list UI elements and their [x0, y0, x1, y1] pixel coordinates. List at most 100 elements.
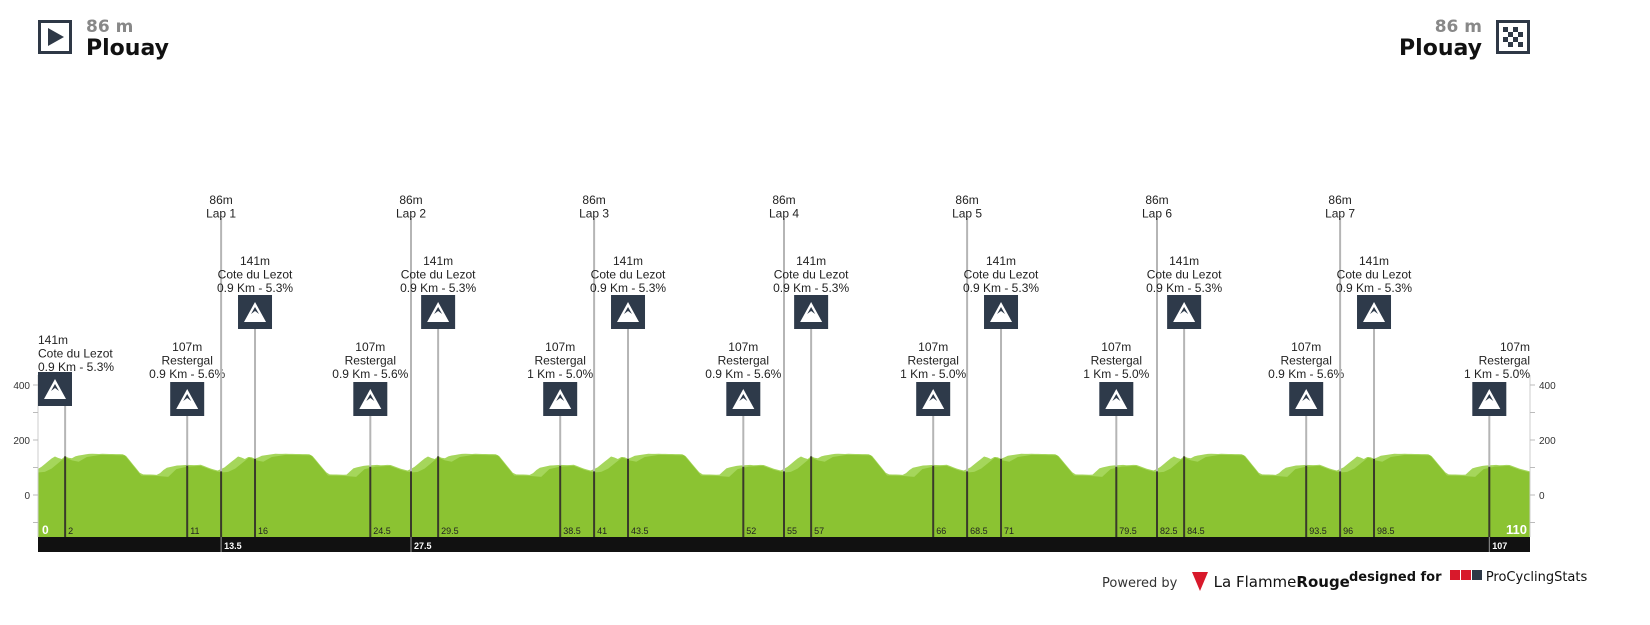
marker-name: Cote du Lezot — [964, 268, 1039, 282]
marker-name: Restergal — [1479, 354, 1530, 368]
marker-spec: 0.9 Km - 5.3% — [963, 281, 1039, 295]
marker-elev: 86m — [772, 193, 795, 207]
finish-altitude: 86 m — [1434, 17, 1482, 37]
km-label: 96 — [1343, 526, 1353, 536]
finish-info: 86 m Plouay — [1399, 18, 1482, 62]
distance-end-label: 110 — [1506, 522, 1527, 537]
y-tick-label: 200 — [13, 436, 30, 447]
marker-elev: 107m — [1101, 340, 1131, 354]
marker-spec: 1 Km - 5.0% — [1083, 367, 1149, 381]
band-label: 107 — [1492, 541, 1507, 551]
powered-by-label: Powered by — [1102, 576, 1178, 591]
marker-name: Restergal — [718, 354, 769, 368]
checker-square — [1518, 32, 1523, 37]
marker-elev: 107m — [172, 340, 202, 354]
marker-elev: 86m — [1145, 193, 1168, 207]
marker-name: Lap 7 — [1325, 207, 1355, 221]
mountain-icon — [990, 302, 1013, 322]
km-label: 66 — [936, 526, 946, 536]
marker-spec: 0.9 Km - 5.3% — [217, 281, 293, 295]
checker-square — [1503, 27, 1508, 32]
marker-spec: 0.9 Km - 5.3% — [400, 281, 476, 295]
marker-elev: 141m — [38, 333, 68, 347]
marker-elev: 141m — [1359, 254, 1389, 268]
mountain-icon — [1363, 302, 1386, 322]
km-label: 84.5 — [1187, 526, 1205, 536]
marker-name: Lap 5 — [952, 207, 982, 221]
checker-square — [1513, 37, 1518, 42]
km-label: 38.5 — [563, 526, 581, 536]
mountain-icon-peak — [556, 394, 565, 401]
marker-name: Lap 6 — [1142, 207, 1172, 221]
play-icon — [38, 20, 72, 54]
mountain-icon-peak — [997, 307, 1006, 314]
mountain-icon — [427, 302, 450, 322]
powered-by: Powered by La FlammeRouge — [1102, 570, 1350, 596]
km-label: 79.5 — [1119, 526, 1137, 536]
km-label: 29.5 — [441, 526, 459, 536]
km-label: 52 — [746, 526, 756, 536]
checkered-flag-icon — [1496, 20, 1530, 54]
mountain-icon-peak — [434, 307, 443, 314]
km-label: 11 — [190, 526, 199, 536]
km-label: 71 — [1004, 526, 1014, 536]
la-flamme-rouge-logo — [1190, 570, 1210, 596]
mountain-icon-peak — [1370, 307, 1379, 314]
mountain-icon-peak — [1112, 394, 1121, 401]
band-label: 13.5 — [224, 541, 242, 551]
marker-elev: 141m — [796, 254, 826, 268]
designed-for-label: designed for — [1349, 570, 1442, 585]
km-label: 43.5 — [631, 526, 649, 536]
y-tick-label: 0 — [24, 491, 30, 502]
y-tick-label: 0 — [1539, 491, 1545, 502]
km-label: 2 — [68, 526, 73, 536]
mountain-icon — [732, 389, 755, 409]
km-label: 82.5 — [1160, 526, 1178, 536]
marker-name: Cote du Lezot — [218, 268, 293, 282]
marker-elev: 141m — [423, 254, 453, 268]
marker-elev: 86m — [582, 193, 605, 207]
marker-name: Lap 2 — [396, 207, 426, 221]
pcs-logo — [1449, 570, 1482, 580]
marker-elev: 141m — [986, 254, 1016, 268]
marker-elev: 107m — [1500, 340, 1530, 354]
marker-name: Restergal — [162, 354, 213, 368]
marker-name: Cote du Lezot — [1337, 268, 1412, 282]
mountain-icon — [549, 389, 572, 409]
marker-spec: 0.9 Km - 5.3% — [773, 281, 849, 295]
marker-elev: 107m — [355, 340, 385, 354]
km-label: 16 — [258, 526, 268, 536]
mountain-icon-peak — [1302, 394, 1311, 401]
band-label: 27.5 — [414, 541, 432, 551]
marker-elev: 86m — [955, 193, 978, 207]
y-tick-label: 400 — [13, 381, 30, 392]
mountain-icon — [1105, 389, 1128, 409]
brand-la-flamme: La Flamme — [1213, 573, 1297, 591]
marker-elev: 86m — [399, 193, 422, 207]
checker-square — [1508, 32, 1513, 37]
mountain-icon-peak — [366, 394, 375, 401]
start-info: 86 m Plouay — [86, 18, 169, 62]
brand-rouge: Rouge — [1296, 573, 1350, 591]
marker-spec: 0.9 Km - 5.3% — [1146, 281, 1222, 295]
designed-for: designed for ProCyclingStats — [1349, 570, 1587, 585]
marker-spec: 1 Km - 5.0% — [900, 367, 966, 381]
marker-elev: 107m — [728, 340, 758, 354]
distance-band — [38, 537, 1530, 552]
mountain-icon-peak — [1485, 394, 1494, 401]
start-name: Plouay — [86, 36, 169, 61]
mountain-icon-peak — [929, 394, 938, 401]
mountain-icon — [359, 389, 382, 409]
marker-spec: 0.9 Km - 5.3% — [1336, 281, 1412, 295]
marker-elev: 141m — [613, 254, 643, 268]
km-label: 41 — [597, 526, 607, 536]
marker-spec: 1 Km - 5.0% — [1464, 367, 1530, 381]
marker-elev: 141m — [1169, 254, 1199, 268]
marker-spec: 0.9 Km - 5.6% — [332, 367, 408, 381]
mountain-icon-peak — [807, 307, 816, 314]
mountain-icon — [176, 389, 199, 409]
km-label: 57 — [814, 526, 824, 536]
marker-spec: 0.9 Km - 5.6% — [705, 367, 781, 381]
